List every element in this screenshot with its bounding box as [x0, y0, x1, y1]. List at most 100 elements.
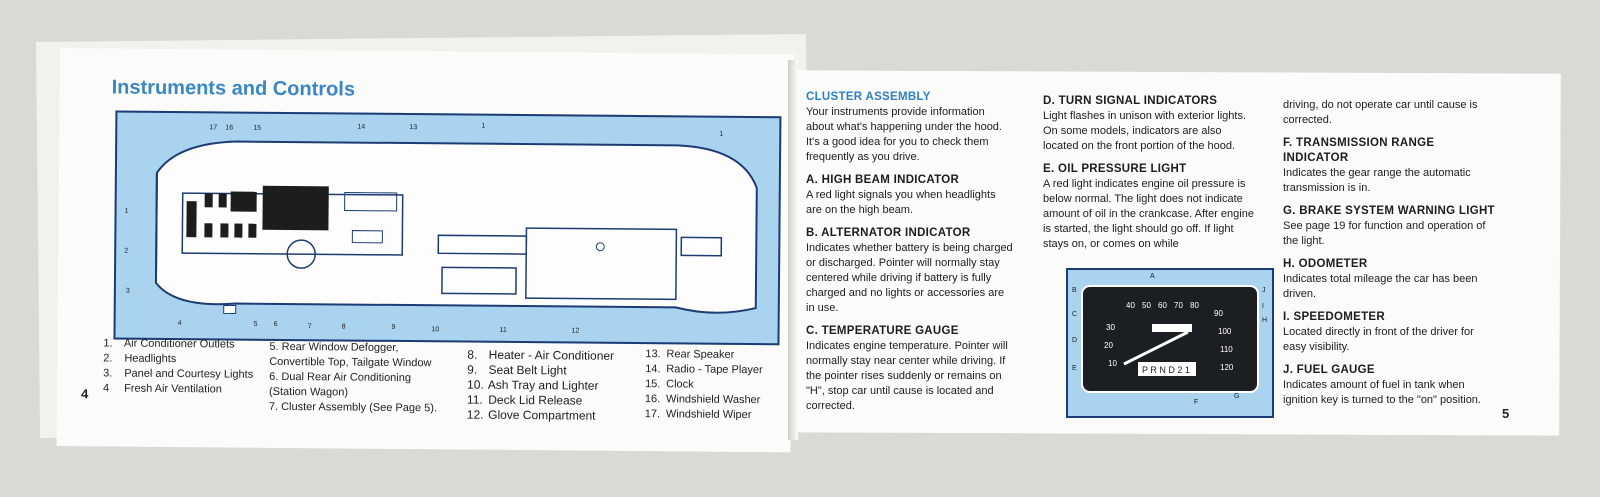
- item-e-text: A red light indicates engine oil pressur…: [1043, 178, 1254, 250]
- legend-column-2: 5. Rear Window Defogger, Convertible Top…: [269, 340, 438, 416]
- gauge-label-e: E: [1072, 365, 1077, 372]
- legend-item: 4 Fresh Air Ventilation: [102, 382, 222, 396]
- item-c-text: Indicates engine temperature. Pointer wi…: [806, 340, 1008, 412]
- gauge-label-c: C: [1072, 311, 1077, 318]
- legend-item: 5. Rear Window Defogger,: [269, 340, 399, 354]
- callout-16: 16: [225, 124, 233, 131]
- speed-mark: 20: [1104, 341, 1113, 350]
- item-g-text: See page 19 for function and operation o…: [1283, 220, 1486, 247]
- speed-mark: 40: [1126, 301, 1135, 310]
- item-f-heading: F. TRANSMISSION RANGE INDICATOR: [1283, 137, 1435, 164]
- legend-item: 2. Headlights: [103, 352, 177, 366]
- item-b-heading: B. ALTERNATOR INDICATOR: [806, 227, 971, 239]
- callout-13: 13: [409, 124, 417, 131]
- legend-item: 16. Windshield Washer: [644, 393, 761, 407]
- legend-column-1: 1. Air Conditioner Outlets 2. Headlights…: [103, 336, 254, 397]
- cluster-drawing: P R N D 2 1 10 20 30 40 50 60 70 80 90 1…: [1072, 273, 1267, 406]
- speed-mark: 100: [1218, 327, 1232, 336]
- callout-7: 7: [308, 323, 312, 330]
- item-b-text: Indicates whether battery is being charg…: [806, 242, 1013, 314]
- item-h-heading: H. ODOMETER: [1283, 258, 1368, 270]
- item-e-continued: driving, do not operate car until cause …: [1283, 99, 1478, 126]
- callout-11: 11: [500, 327, 507, 334]
- legend-item: 17. Windshield Wiper: [644, 408, 752, 422]
- item-d-text: Light flashes in unison with exterior li…: [1043, 110, 1246, 152]
- item-a-text: A red light signals you when headlights …: [806, 189, 996, 216]
- legend-item: 14. Radio - Tape Player: [645, 363, 763, 377]
- legend-column-4: 13. Rear Speaker 14. Radio - Tape Player…: [645, 347, 763, 423]
- speed-mark: 80: [1190, 301, 1199, 310]
- page-number-right: 5: [1502, 406, 1510, 421]
- legend-item: (Station Wagon): [268, 385, 349, 399]
- callout-10: 10: [432, 326, 440, 333]
- legend-item: 7. Cluster Assembly (See Page 5).: [268, 400, 438, 415]
- callout-14: 14: [357, 124, 365, 131]
- book-gutter: [788, 60, 798, 440]
- callout-6: 6: [274, 321, 278, 328]
- dashboard-diagram: 17 16 15 14 13 1 1 1 2 3 4 5 6 7 8 9 10 …: [113, 110, 782, 346]
- item-j-text: Indicates amount of fuel in tank when ig…: [1283, 379, 1481, 406]
- legend-item: 11. Deck Lid Release: [466, 392, 583, 408]
- item-a-heading: A. HIGH BEAM INDICATOR: [806, 174, 960, 186]
- gauge-label-d: D: [1072, 337, 1077, 344]
- gauge-label-f: F: [1194, 399, 1198, 406]
- callout-2: 2: [124, 248, 128, 255]
- item-c-heading: C. TEMPERATURE GAUGE: [806, 325, 959, 337]
- item-i-text: Located directly in front of the driver …: [1283, 326, 1474, 353]
- item-g-heading: G. BRAKE SYSTEM WARNING LIGHT: [1283, 205, 1495, 217]
- prndl-indicator: P R N D 2 1: [1142, 365, 1190, 375]
- legend-item: 15. Clock: [645, 378, 694, 391]
- speed-mark: 90: [1214, 309, 1223, 318]
- text-column-1: CLUSTER ASSEMBLY Your instruments provide…: [806, 90, 1014, 422]
- item-d-heading: D. TURN SIGNAL INDICATORS: [1043, 95, 1218, 107]
- callout-1a: 1: [481, 123, 485, 130]
- page-title: Instruments and Controls: [111, 76, 356, 101]
- speed-mark: 110: [1220, 345, 1233, 354]
- gauge-label-g: G: [1234, 393, 1239, 400]
- dashboard-drawing: 17 16 15 14 13 1 1 1 2 3 4 5 6 7 8 9 10 …: [124, 123, 758, 335]
- item-h-text: Indicates total mileage the car has been…: [1283, 273, 1478, 300]
- legend-item: 13. Rear Speaker: [645, 348, 735, 361]
- callout-4: 4: [178, 320, 182, 327]
- callout-1c: 1: [125, 208, 129, 215]
- legend-item: 12. Glove Compartment: [466, 407, 596, 423]
- legend-item: 8. Heater - Air Conditioner: [467, 347, 615, 363]
- speed-mark: 60: [1158, 301, 1167, 310]
- instrument-cluster-diagram: P R N D 2 1 10 20 30 40 50 60 70 80 90 1…: [1066, 268, 1274, 418]
- left-page: Instruments and Controls 17: [56, 48, 794, 453]
- callout-3: 3: [126, 288, 130, 295]
- page-number-left: 4: [80, 386, 89, 402]
- legend-item: 10. Ash Tray and Lighter: [467, 377, 599, 393]
- callout-8: 8: [342, 323, 346, 330]
- callout-1b: 1: [719, 131, 723, 138]
- speed-mark: 70: [1174, 301, 1183, 310]
- callout-9: 9: [392, 324, 396, 331]
- callout-17: 17: [209, 124, 217, 131]
- text-column-2: D. TURN SIGNAL INDICATORS Light flashes i…: [1043, 94, 1255, 260]
- speed-mark: 10: [1108, 359, 1117, 368]
- item-j-heading: J. FUEL GAUGE: [1283, 364, 1375, 376]
- gauge-label-i: I: [1262, 303, 1264, 310]
- text-column-3: driving, do not operate car until cause …: [1283, 98, 1497, 416]
- gauge-label-a: A: [1150, 273, 1155, 280]
- speed-mark: 120: [1220, 363, 1234, 372]
- gauge-label-h: H: [1262, 317, 1267, 324]
- speed-mark: 50: [1142, 301, 1151, 310]
- legend-item: 9. Seat Belt Light: [467, 362, 567, 378]
- legend-item: 1. Air Conditioner Outlets: [103, 337, 235, 351]
- callout-15: 15: [253, 125, 261, 132]
- legend-item: 6. Dual Rear Air Conditioning: [269, 370, 412, 385]
- callout-12: 12: [572, 327, 580, 334]
- legend-item: Convertible Top, Tailgate Window: [269, 355, 432, 370]
- legend-item: 3. Panel and Courtesy Lights: [103, 367, 254, 381]
- cluster-text: Your instruments provide information abo…: [806, 106, 1002, 163]
- cluster-heading: CLUSTER ASSEMBLY: [806, 91, 931, 103]
- speed-mark: 30: [1106, 323, 1115, 332]
- item-i-heading: I. SPEEDOMETER: [1283, 311, 1385, 323]
- item-f-text: Indicates the gear range the automatic t…: [1283, 167, 1471, 194]
- callout-5: 5: [254, 321, 258, 328]
- gauge-label-j: J: [1262, 287, 1266, 294]
- item-e-heading: E. OIL PRESSURE LIGHT: [1043, 163, 1187, 175]
- gauge-label-b: B: [1072, 287, 1077, 294]
- legend-column-3: 8. Heater - Air Conditioner 9. Seat Belt…: [467, 348, 614, 424]
